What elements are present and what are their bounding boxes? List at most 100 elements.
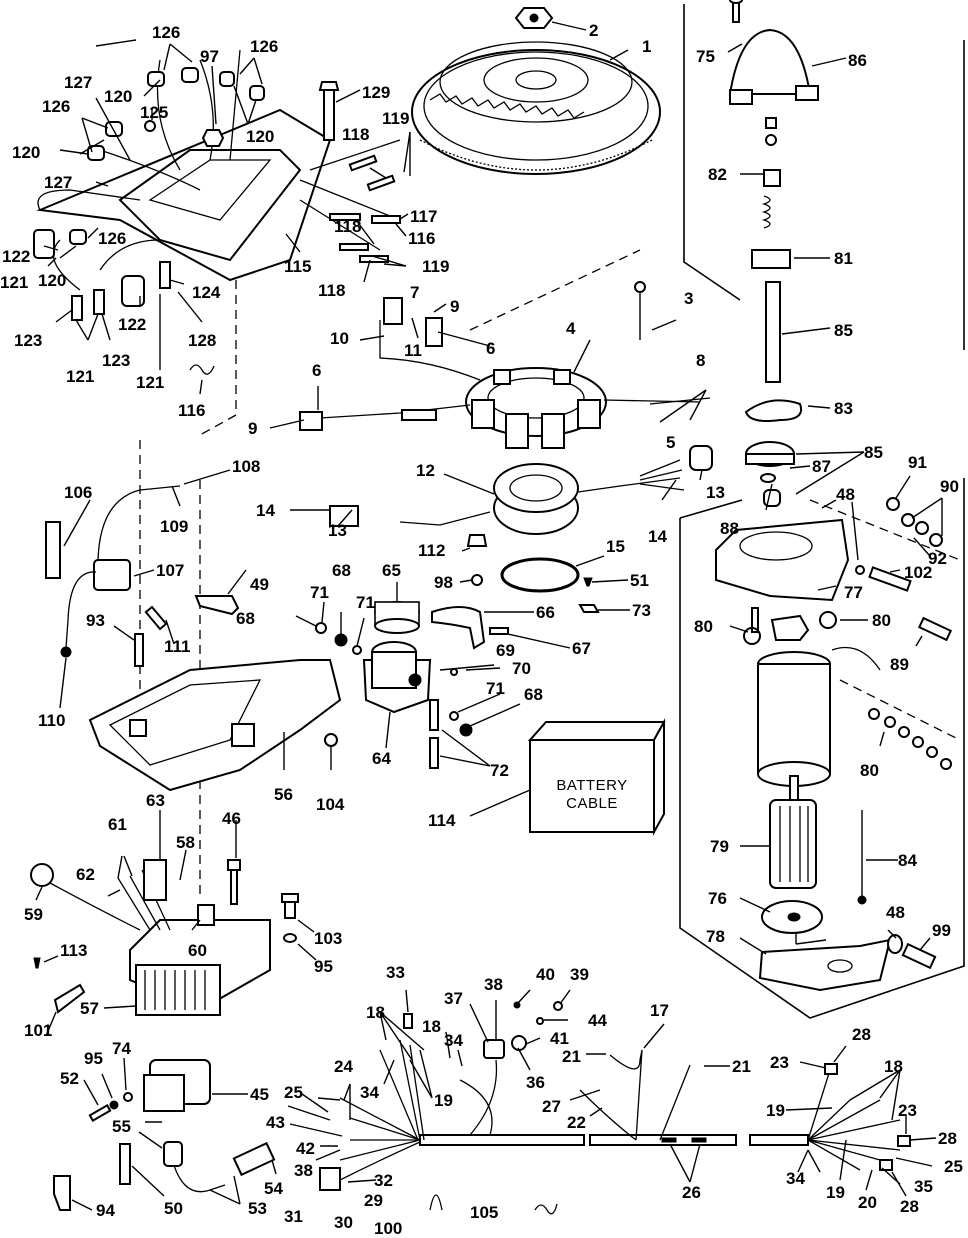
callout-99: 99 <box>932 921 951 940</box>
callout-22: 22 <box>567 1113 586 1132</box>
leader-lines <box>35 21 943 1211</box>
callout-39: 39 <box>570 965 589 984</box>
callout-126-c: 126 <box>42 97 70 116</box>
callout-91: 91 <box>908 453 927 472</box>
callout-108: 108 <box>232 457 260 476</box>
callout-19-c: 19 <box>826 1183 845 1202</box>
callout-42: 42 <box>296 1139 315 1158</box>
callout-126-d: 126 <box>98 229 126 248</box>
callout-123-b: 123 <box>102 351 130 370</box>
callout-122-b: 122 <box>118 315 146 334</box>
callout-29: 29 <box>364 1191 383 1210</box>
callout-55: 55 <box>112 1117 131 1136</box>
callout-128: 128 <box>188 331 216 350</box>
callout-71-mid: 71 <box>356 593 375 612</box>
callout-26: 26 <box>682 1183 701 1202</box>
callout-123-a: 123 <box>14 331 42 350</box>
callout-111: 111 <box>164 637 191 656</box>
callout-14-left: 14 <box>256 501 275 520</box>
solenoid <box>362 641 432 714</box>
callout-12: 12 <box>416 461 435 480</box>
callout-14-right: 14 <box>648 527 667 546</box>
callout-107: 107 <box>156 561 184 580</box>
callout-64: 64 <box>372 749 391 768</box>
small-hardware-harness <box>403 1001 563 1215</box>
callout-25-left: 25 <box>284 1083 303 1102</box>
callout-100: 100 <box>374 1219 402 1238</box>
callout-76: 76 <box>708 889 727 908</box>
callout-62: 62 <box>76 865 95 884</box>
callout-18-c: 18 <box>884 1057 903 1076</box>
flywheel <box>411 41 661 175</box>
callout-114: 114 <box>428 811 456 830</box>
bolt-129 <box>318 81 340 141</box>
callout-25-right: 25 <box>944 1157 963 1176</box>
callout-86: 86 <box>848 51 867 70</box>
callout-58: 58 <box>176 833 195 852</box>
callout-124: 124 <box>192 283 221 302</box>
callout-36: 36 <box>526 1073 545 1092</box>
callout-77: 77 <box>844 583 863 602</box>
callout-74: 74 <box>112 1039 131 1058</box>
callout-28-top: 28 <box>852 1025 871 1044</box>
callout-129: 129 <box>362 83 390 102</box>
callout-109: 109 <box>160 517 188 536</box>
callout-80-right: 80 <box>872 611 891 630</box>
callout-105: 105 <box>470 1203 498 1222</box>
armature <box>769 799 867 905</box>
callout-72: 72 <box>490 761 509 780</box>
callout-122-a: 122 <box>2 247 30 266</box>
screw-3 <box>634 281 646 340</box>
callout-18-b: 18 <box>422 1017 441 1036</box>
main-harness <box>319 1035 911 1191</box>
terminals-117-119 <box>329 154 401 263</box>
callout-92: 92 <box>928 549 947 568</box>
timer-base <box>329 459 685 535</box>
callout-102: 102 <box>904 563 932 582</box>
callout-46: 46 <box>222 809 241 828</box>
callout-67: 67 <box>572 639 591 658</box>
callout-6-lower: 6 <box>312 361 321 380</box>
spark-plug-caps <box>69 67 265 245</box>
callout-68-mid: 68 <box>332 561 351 580</box>
callout-90: 90 <box>940 477 959 496</box>
callout-51: 51 <box>630 571 649 590</box>
flywheel-nut <box>514 7 554 29</box>
callout-65: 65 <box>382 561 401 580</box>
starter-gears <box>745 441 795 507</box>
callout-80-left: 80 <box>694 617 713 636</box>
callout-116-upper: 116 <box>408 229 435 248</box>
callout-49: 49 <box>250 575 269 594</box>
callout-121-b: 121 <box>66 367 94 386</box>
callout-69: 69 <box>496 641 515 660</box>
callout-4: 4 <box>566 319 576 338</box>
callout-126-b: 126 <box>250 37 278 56</box>
callout-31: 31 <box>284 1207 303 1226</box>
callout-119-upper: 119 <box>382 109 409 128</box>
callout-98: 98 <box>434 573 453 592</box>
callout-21-right: 21 <box>732 1057 751 1076</box>
callout-15: 15 <box>606 537 625 556</box>
callout-94: 94 <box>96 1201 115 1220</box>
stator <box>465 367 607 449</box>
callout-6-upper: 6 <box>486 339 495 358</box>
callout-13-right: 13 <box>706 483 725 502</box>
callout-125: 125 <box>140 103 168 122</box>
callout-32: 32 <box>374 1171 393 1190</box>
callout-75: 75 <box>696 47 715 66</box>
callout-78: 78 <box>706 927 725 946</box>
callout-87: 87 <box>812 457 831 476</box>
callout-19-a: 19 <box>434 1091 453 1110</box>
studs-93-111-49 <box>134 595 240 667</box>
callout-120-b: 120 <box>246 127 274 146</box>
callout-83: 83 <box>834 399 853 418</box>
callout-88: 88 <box>720 519 739 538</box>
callout-10: 10 <box>330 329 349 348</box>
rectifier-106-107 <box>45 485 181 658</box>
callout-110: 110 <box>38 711 65 730</box>
callout-38-lower: 38 <box>294 1161 313 1180</box>
callout-116-lower: 116 <box>178 401 205 420</box>
callout-5: 5 <box>666 433 675 452</box>
callout-labels: 2 1 3 4 5 6 6 7 8 9 9 10 11 12 13 13 14 … <box>0 21 963 1238</box>
callout-126-a: 126 <box>152 23 180 42</box>
